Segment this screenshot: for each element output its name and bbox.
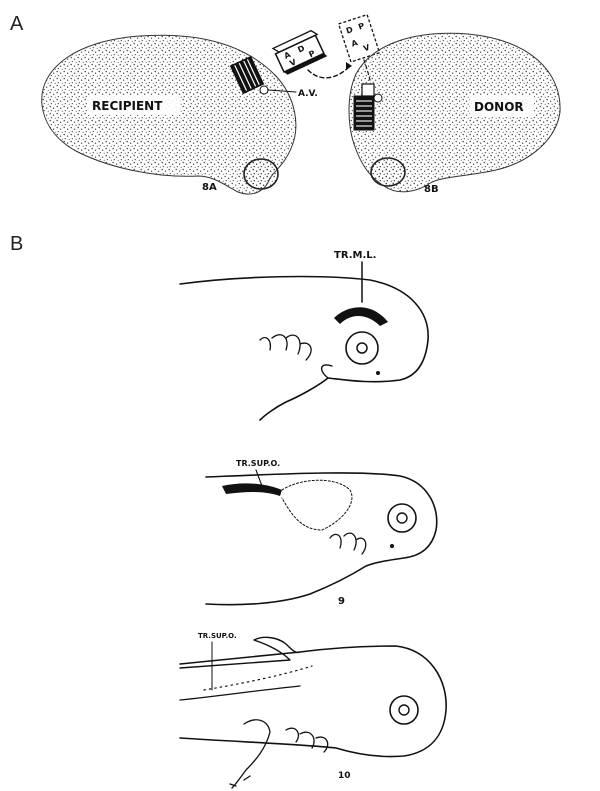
label-tr-ml: TR.M.L. [334,250,376,261]
panel-b: B TR.M.L. TR.SUP.O. 9 [10,233,446,788]
larva-1-outline [180,277,428,420]
transfer-path-1 [308,66,350,78]
panel-a: A RECIPIENT 8A A.V. [10,13,560,195]
larva-10-lower-edge [180,686,300,700]
larva-10-gills [286,728,328,752]
larva-1-mouth [322,365,332,378]
figure-number-8b: 8B [424,184,439,195]
larva-9-eye [388,504,416,532]
larva-1-eye [346,332,378,364]
larva-10-upper-fin [180,637,300,668]
larva-9-gills [330,533,366,554]
larva-9-pupil [397,513,407,523]
larva-drawing-10: TR.SUP.O. 10 [180,632,446,788]
larva-10-outline [180,646,446,757]
tr-sup-o-9-structure [222,483,282,496]
recipient-label: RECIPIENT [92,99,163,113]
figure-number-8a: 8A [202,182,217,193]
larva-drawing-1: TR.M.L. [180,250,428,420]
larva-drawing-9: TR.SUP.O. 9 [206,459,437,607]
larva-10-limb [230,720,270,788]
larva-9-dotted-region [282,480,352,530]
panel-letter-b: B [10,233,23,255]
label-tr-sup-o-fig10: TR.SUP.O. [198,632,237,640]
larva-1-pupil [357,343,367,353]
recipient-embryo: RECIPIENT 8A A.V. [42,35,318,194]
auditory-vesicle-recipient [260,86,268,94]
larva-9-nostril [390,544,394,548]
tr-ml-structure [334,307,388,326]
recipient-eye-vesicle [244,159,278,189]
donor-eye-vesicle [371,158,405,186]
av-label: A.V. [298,89,318,99]
larva-10-pupil [399,705,409,715]
donor-embryo: DONOR 8B [349,33,560,195]
figure-number-9: 9 [338,596,345,607]
larva-9-outline [206,473,437,605]
tr-sup-o-9-leader-line [256,470,262,486]
transfer-arrowhead [346,62,352,70]
donor-label: DONOR [474,100,524,114]
graft-block-left: A D V P [273,29,327,76]
larva-1-nostril [376,371,380,375]
auditory-vesicle-donor [374,94,382,102]
donor-wound [362,84,374,96]
larva-1-gills [260,335,311,360]
figure-number-10: 10 [338,771,351,781]
larva-10-eye [390,696,418,724]
label-tr-sup-o-fig9: TR.SUP.O. [236,459,280,468]
panel-letter-a: A [10,13,24,35]
